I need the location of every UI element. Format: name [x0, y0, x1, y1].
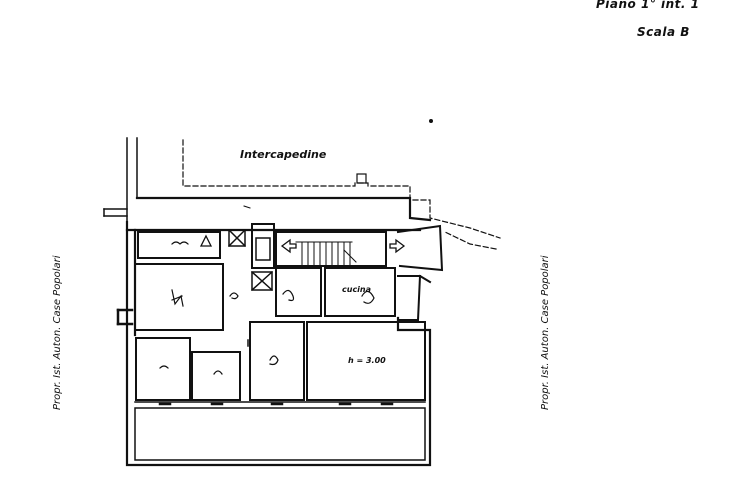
small-square-mark [356, 173, 367, 184]
interspace-label: Intercapedine [240, 148, 327, 161]
left-wall-stub [103, 137, 138, 223]
entrance-arrows [199, 234, 406, 254]
ceiling-height-label: h = 3.00 [348, 356, 386, 365]
interspace-outline [182, 139, 501, 250]
room-scribbles [159, 241, 375, 375]
shafts [227, 223, 275, 292]
window-ticks [116, 308, 394, 406]
ink-tick [243, 205, 251, 209]
right-annex [396, 224, 444, 321]
kitchen-label: cucina [342, 285, 372, 294]
scale-label: Scala B [637, 25, 690, 39]
ink-dot [429, 119, 433, 123]
outer-wall [125, 196, 432, 467]
floor-unit-label: Piano 1° int. 1 [596, 0, 700, 11]
stairwell [275, 231, 387, 267]
ground-band [134, 401, 426, 461]
room-walls [134, 231, 426, 401]
